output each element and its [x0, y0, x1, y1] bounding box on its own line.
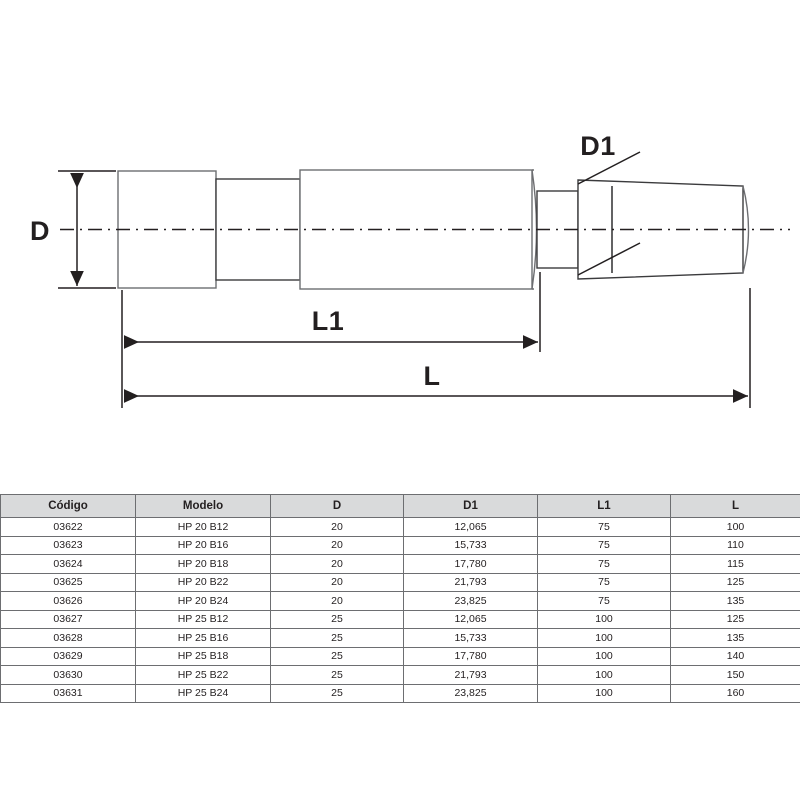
cell-l: 125 [670, 609, 800, 629]
cell-d: 25 [270, 628, 404, 648]
d1-leader-upper [577, 151, 641, 185]
cell-l1: 75 [537, 535, 671, 555]
cell-codigo: 03624 [0, 554, 136, 574]
cell-modelo: HP 20 B22 [135, 572, 271, 592]
cell-l: 135 [670, 628, 800, 648]
cell-codigo: 03630 [0, 665, 136, 685]
cell-codigo: 03625 [0, 572, 136, 592]
cell-l: 160 [670, 683, 800, 703]
dimension-d: D [30, 170, 116, 289]
table-row: 03631 HP 25 B24 25 23,825 100 160 [0, 683, 800, 703]
dimension-l: L [121, 288, 751, 408]
cell-d1: 17,780 [403, 646, 538, 666]
cell-modelo: HP 25 B16 [135, 628, 271, 648]
cell-l: 110 [670, 535, 800, 555]
cell-d: 25 [270, 646, 404, 666]
cell-modelo: HP 25 B22 [135, 665, 271, 685]
column-header-l: L [670, 494, 800, 518]
cell-modelo: HP 20 B12 [135, 517, 271, 537]
taper-shank-round-end [742, 185, 750, 274]
column-header-codigo: Código [0, 494, 136, 518]
cell-codigo: 03627 [0, 609, 136, 629]
table-row: 03625 HP 20 B22 20 21,793 75 125 [0, 572, 800, 592]
dimension-d1: D1 [577, 131, 641, 276]
main-body-end-caps [532, 169, 534, 290]
table-row: 03627 HP 25 B12 25 12,065 100 125 [0, 609, 800, 629]
cell-l: 100 [670, 517, 800, 537]
column-header-d1: D1 [403, 494, 538, 518]
cell-l: 125 [670, 572, 800, 592]
cell-d1: 12,065 [403, 609, 538, 629]
cell-l: 115 [670, 554, 800, 574]
shank-left-face [117, 170, 217, 289]
cell-l1: 100 [537, 628, 671, 648]
cell-d1: 12,065 [403, 517, 538, 537]
cell-l1: 75 [537, 554, 671, 574]
cell-d: 20 [270, 572, 404, 592]
cell-l: 140 [670, 646, 800, 666]
cell-d1: 23,825 [403, 591, 538, 611]
cell-codigo: 03628 [0, 628, 136, 648]
cell-l: 150 [670, 665, 800, 685]
table-row: 03626 HP 20 B24 20 23,825 75 135 [0, 591, 800, 611]
cell-l1: 100 [537, 683, 671, 703]
column-header-modelo: Modelo [135, 494, 271, 518]
cell-d1: 21,793 [403, 665, 538, 685]
cell-modelo: HP 20 B18 [135, 554, 271, 574]
column-header-l1: L1 [537, 494, 671, 518]
table-body: 03622 HP 20 B12 20 12,065 75 100 03623 H… [0, 517, 800, 703]
cell-d1: 23,825 [403, 683, 538, 703]
cell-modelo: HP 25 B24 [135, 683, 271, 703]
cell-modelo: HP 20 B24 [135, 591, 271, 611]
table-row: 03629 HP 25 B18 25 17,780 100 140 [0, 646, 800, 666]
cell-codigo: 03623 [0, 535, 136, 555]
cell-d1: 21,793 [403, 572, 538, 592]
cell-d: 20 [270, 591, 404, 611]
table-row: 03630 HP 25 B22 25 21,793 100 150 [0, 665, 800, 685]
cell-modelo: HP 25 B12 [135, 609, 271, 629]
column-header-d: D [270, 494, 404, 518]
cell-d1: 15,733 [403, 628, 538, 648]
d-label: D [30, 216, 50, 246]
cell-l1: 100 [537, 609, 671, 629]
cell-l1: 75 [537, 591, 671, 611]
l1-label: L1 [312, 306, 345, 336]
table-row: 03628 HP 25 B16 25 15,733 100 135 [0, 628, 800, 648]
cell-codigo: 03629 [0, 646, 136, 666]
cell-modelo: HP 25 B18 [135, 646, 271, 666]
d1-label: D1 [580, 131, 616, 161]
cell-d: 20 [270, 535, 404, 555]
cell-codigo: 03626 [0, 591, 136, 611]
cell-l1: 100 [537, 665, 671, 685]
cell-l1: 75 [537, 517, 671, 537]
l-label: L [424, 361, 441, 391]
drawing-canvas: D D1 L1 L [30, 131, 790, 408]
dimension-l1: L1 [121, 272, 541, 352]
cell-d: 25 [270, 665, 404, 685]
table-row: 03622 HP 20 B12 20 12,065 75 100 [0, 517, 800, 537]
table-row: 03623 HP 20 B16 20 15,733 75 110 [0, 535, 800, 555]
d1-leader-lower [577, 242, 641, 276]
cell-codigo: 03631 [0, 683, 136, 703]
cell-d: 20 [270, 517, 404, 537]
cell-l1: 75 [537, 572, 671, 592]
cell-d: 25 [270, 683, 404, 703]
cell-d: 25 [270, 609, 404, 629]
specification-table-container: Código Modelo D D1 L1 L 03622 HP 20 B12 … [0, 494, 800, 703]
table-row: 03624 HP 20 B18 20 17,780 75 115 [0, 554, 800, 574]
specification-table: Código Modelo D D1 L1 L 03622 HP 20 B12 … [0, 494, 800, 703]
cell-d: 20 [270, 554, 404, 574]
cell-l: 135 [670, 591, 800, 611]
part-shank-left [117, 170, 217, 289]
cell-d1: 17,780 [403, 554, 538, 574]
cell-modelo: HP 20 B16 [135, 535, 271, 555]
technical-drawing: D D1 L1 L [30, 131, 790, 408]
cell-d1: 15,733 [403, 535, 538, 555]
cell-codigo: 03622 [0, 517, 136, 537]
cell-l1: 100 [537, 646, 671, 666]
table-header-row: Código Modelo D D1 L1 L [0, 494, 800, 518]
